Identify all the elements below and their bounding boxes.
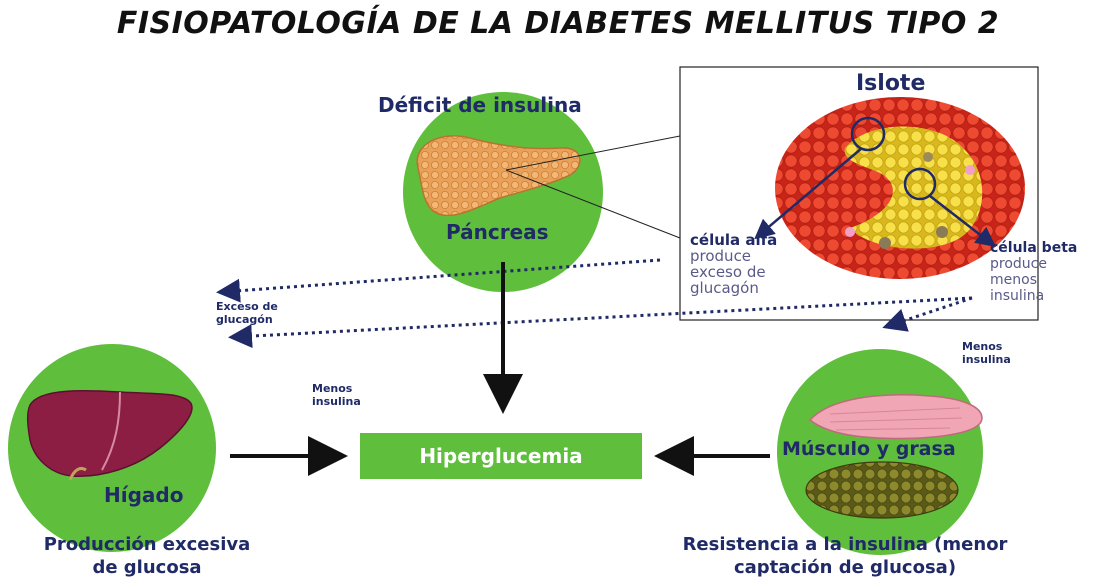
islet-illustration (754, 97, 1025, 279)
pancreas-illustration (403, 92, 603, 292)
liver-caption-line1: Producción excesiva (43, 534, 251, 555)
menos-insulina-right-label: Menos insulina (962, 340, 1011, 366)
beta-cell-line1: produce (990, 256, 1047, 272)
menos-insulina-left-line1: Menos (312, 382, 353, 395)
pancreas-label: Páncreas (446, 220, 549, 244)
liver-caption: Producción excesiva de glucosa (12, 533, 282, 579)
muscle-caption-line2: captación de glucosa) (733, 557, 957, 578)
liver-caption-line2: de glucosa (92, 557, 202, 578)
menos-insulina-left-line2: insulina (312, 395, 361, 408)
alpha-cell-line3: glucagón (690, 279, 759, 297)
liver-illustration (8, 344, 216, 552)
beta-cell-text: célula beta produce menos insulina (990, 240, 1077, 304)
page-title: FISIOPATOLOGÍA DE LA DIABETES MELLITUS T… (116, 6, 1000, 41)
muscle-fat-illustration (777, 349, 983, 555)
beta-cell-head: célula beta (990, 240, 1078, 256)
exceso-glucagon-label: Exceso de glucagón (216, 300, 278, 326)
beta-cell-line3: insulina (990, 288, 1045, 304)
menos-insulina-right-line2: insulina (962, 353, 1011, 366)
liver-label: Hígado (104, 483, 184, 507)
exceso-glucagon-line1: Exceso de (216, 300, 278, 313)
hiperglucemia-box: Hiperglucemia (360, 433, 642, 479)
menos-insulina-left-label: Menos insulina (312, 382, 361, 408)
zoom-line-bottom (505, 169, 681, 239)
islote-title: Islote (856, 71, 926, 96)
alpha-cell-text: célula alfa produce exceso de glucagón (690, 232, 777, 296)
muscle-caption: Resistencia a la insulina (menor captaci… (640, 533, 1050, 579)
exceso-glucagon-line2: glucagón (216, 313, 273, 326)
alpha-cell-line1: produce (690, 247, 752, 265)
muscle-caption-line1: Resistencia a la insulina (menor (682, 534, 1008, 555)
pancreas-heading: Déficit de insulina (378, 93, 582, 117)
muscle-label: Músculo y grasa (782, 438, 956, 460)
zoom-line-top (505, 135, 681, 171)
menos-insulina-arrow-right (882, 296, 973, 332)
alpha-cell-line2: exceso de (690, 263, 766, 281)
exceso-glucagon-arrow (216, 258, 661, 303)
alpha-cell-head: célula alfa (690, 231, 778, 249)
menos-insulina-right-line1: Menos (962, 340, 1003, 353)
beta-cell-line2: menos (990, 272, 1037, 288)
